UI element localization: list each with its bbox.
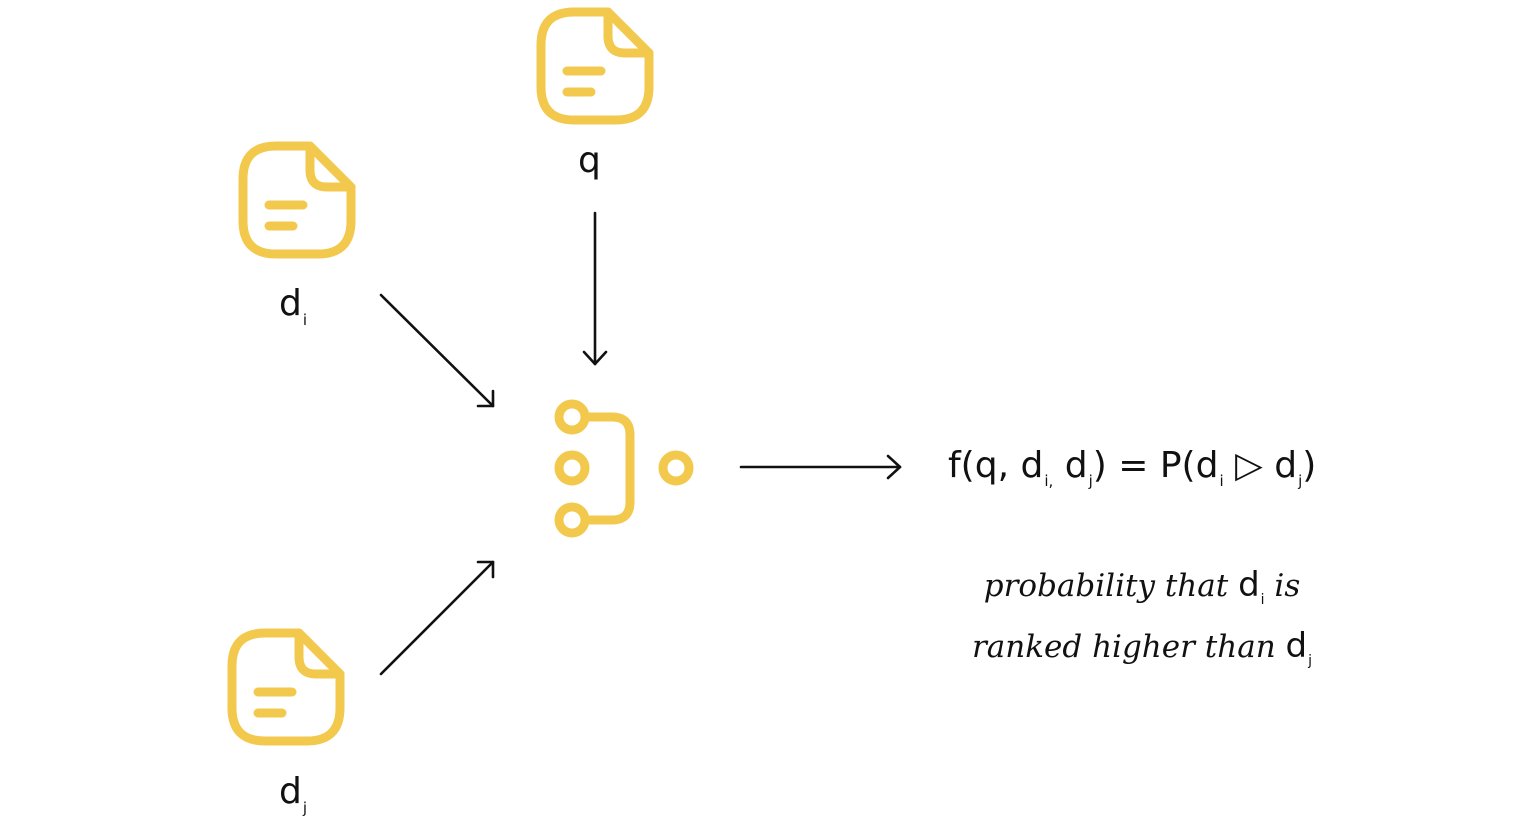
caption-d2-subscript: j <box>1308 653 1312 669</box>
formula-ranking-operator: ▷ <box>1223 445 1275 486</box>
doc-i-document-icon <box>238 141 356 259</box>
formula-d2: d <box>1064 445 1088 486</box>
caption-line-2: ranked higher than dj <box>950 619 1334 680</box>
model-to-output-arrow <box>739 454 902 480</box>
caption-line-1: probability that di is <box>950 558 1334 619</box>
output-caption: probability that di is ranked higher tha… <box>950 558 1334 680</box>
doc-j-to-model-arrow <box>379 560 495 676</box>
caption-d2: d <box>1285 626 1308 666</box>
formula-separator <box>1053 445 1064 486</box>
formula-function: f(q, <box>948 445 1021 486</box>
formula-d2-subscript: j <box>1088 472 1093 490</box>
formula-d4-subscript: j <box>1298 472 1303 490</box>
formula-close: ) <box>1302 445 1317 486</box>
query-document-icon <box>536 7 654 125</box>
doc-j-label-text: d <box>279 771 302 812</box>
caption-text-2: is <box>1264 568 1301 604</box>
formula-d1: d <box>1020 445 1044 486</box>
formula-d1-subscript: i, <box>1044 472 1054 490</box>
caption-text-1: probability that <box>983 568 1239 604</box>
doc-i-to-model-arrow <box>379 293 495 408</box>
doc-j-label-subscript: j <box>302 799 308 817</box>
caption-d1-subscript: i <box>1260 592 1265 608</box>
caption-text-3: ranked higher than <box>971 629 1286 665</box>
doc-j-document-icon <box>227 628 345 746</box>
output-formula: f(q, di, dj) = P(di ▷ dj) <box>948 445 1317 489</box>
query-label-text: q <box>578 140 601 181</box>
doc-i-label-text: d <box>279 283 302 324</box>
query-label: q <box>578 143 601 179</box>
formula-d3-subscript: i <box>1219 472 1224 490</box>
doc-j-label: dj <box>279 771 307 816</box>
caption-d1: d <box>1238 565 1260 605</box>
formula-equals: ) = P( <box>1092 445 1196 486</box>
merge-network-icon <box>554 399 694 538</box>
formula-d4: d <box>1274 445 1298 486</box>
doc-i-label: di <box>279 283 307 328</box>
query-to-model-arrow <box>582 211 608 366</box>
doc-i-label-subscript: i <box>302 311 308 329</box>
formula-d3: d <box>1195 445 1219 486</box>
